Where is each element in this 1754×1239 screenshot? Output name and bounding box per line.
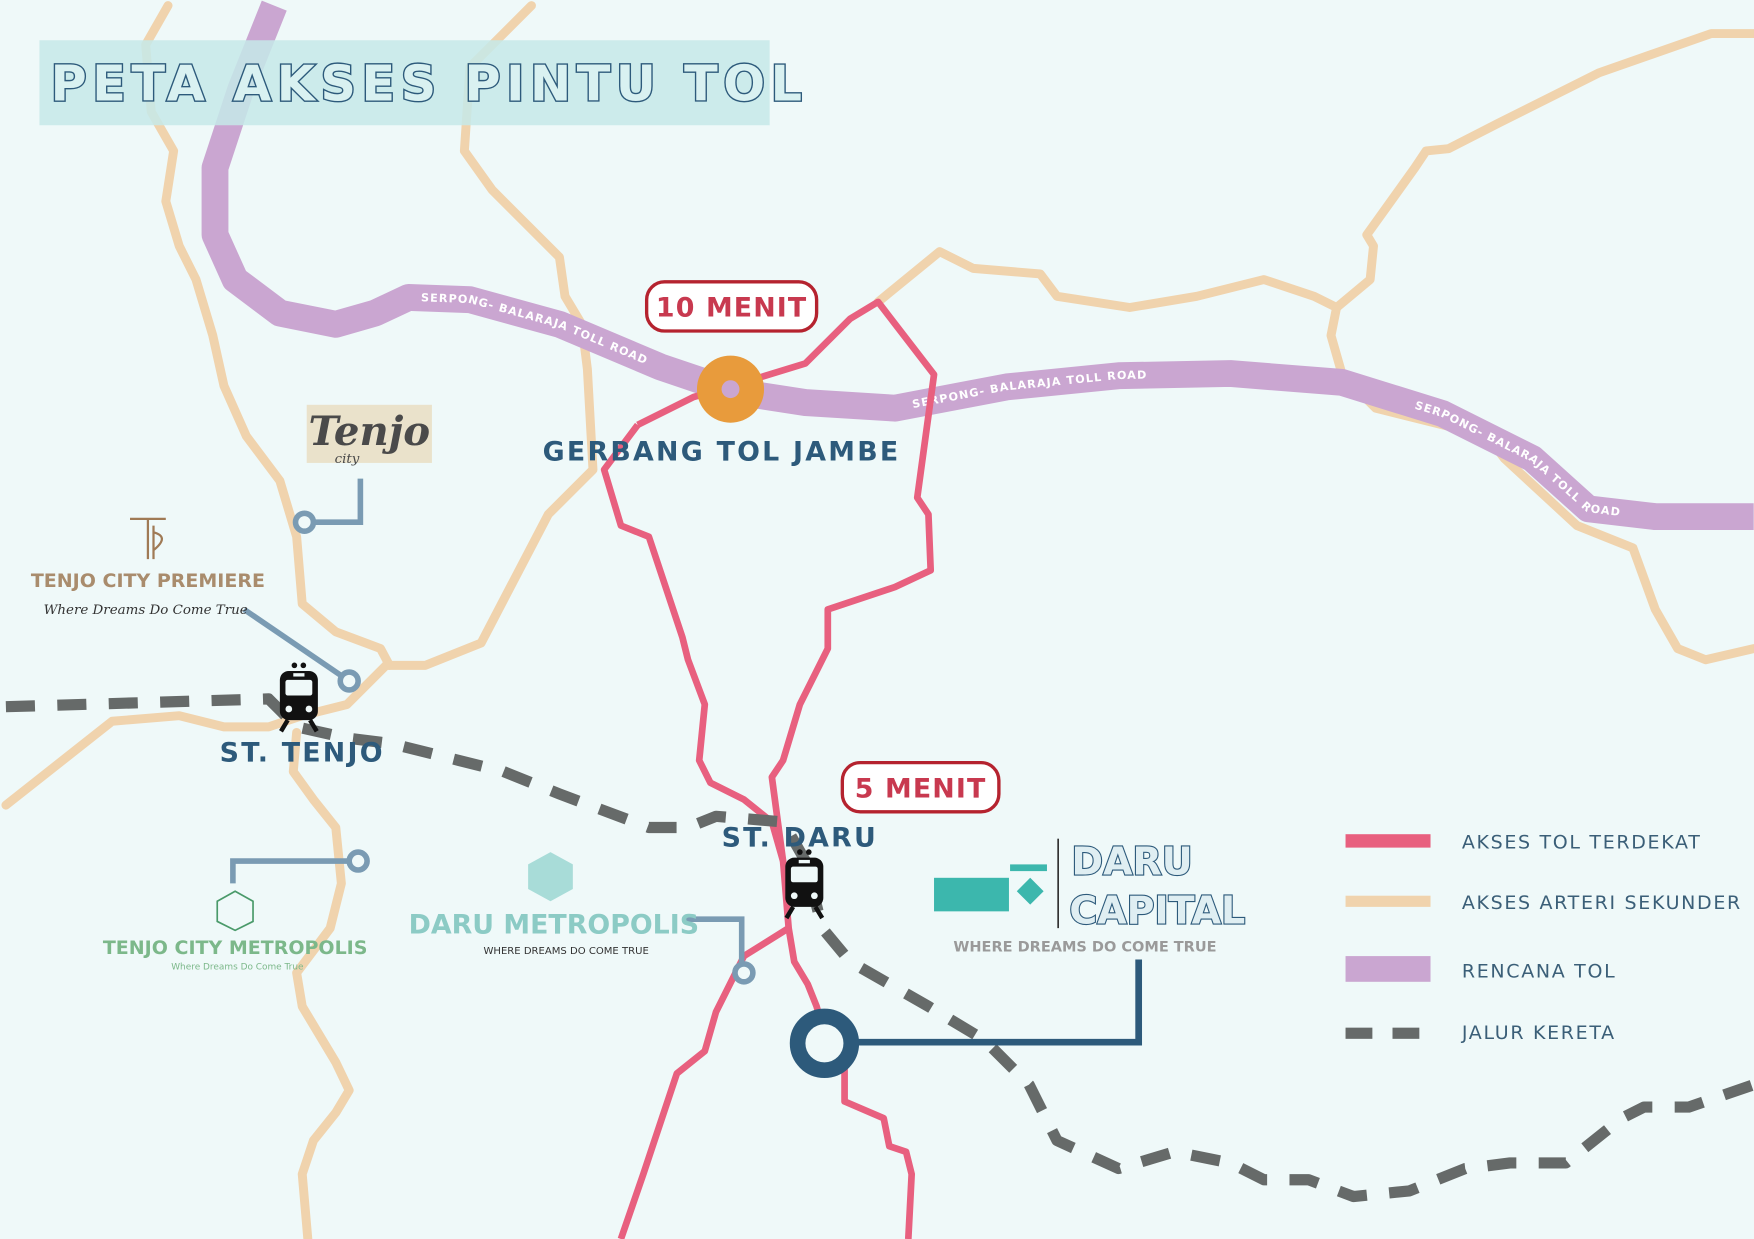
travel-time-badge xyxy=(840,760,1001,814)
logo-text: TENJO CITY METROPOLIS xyxy=(103,937,368,959)
legend-label: JALUR KERETA xyxy=(1461,1022,1616,1044)
logo-tenjo-city: Tenjo city xyxy=(306,404,432,467)
legend-swatch xyxy=(1345,895,1431,907)
railway-line xyxy=(5,693,1754,1203)
connector-daru-metropolis xyxy=(685,916,745,969)
logo-tagline: WHERE DREAMS DO COME TRUE xyxy=(483,946,648,957)
connector-tenjo-city-metropolis xyxy=(230,858,359,884)
hexagon-icon xyxy=(528,852,573,902)
station-tenjo: ST. TENJO xyxy=(220,662,385,769)
building-icon xyxy=(934,877,1009,912)
logo-tagline: Where Dreams Do Come True xyxy=(171,963,304,973)
logo-text: TENJO CITY PREMIERE xyxy=(31,570,265,592)
logo-tenjo-city-metropolis: TENJO CITY METROPOLIS Where Dreams Do Co… xyxy=(103,890,368,973)
logo-text: DARU xyxy=(1072,839,1193,883)
planned-toll-road xyxy=(201,0,1754,531)
connector-tenjo-city-premiere xyxy=(242,607,351,684)
daru-capital-pin xyxy=(789,1008,860,1078)
legend-label: AKSES ARTERI SEKUNDER xyxy=(1462,892,1742,914)
title-banner: PETA AKSES PINTU TOL xyxy=(39,40,808,126)
train-icon xyxy=(279,662,319,733)
logo-text: DARU METROPOLIS xyxy=(409,910,699,941)
legend-item-railway: JALUR KERETA xyxy=(1345,1022,1616,1044)
toll-access-road xyxy=(636,298,938,862)
tp-monogram-icon xyxy=(130,517,166,560)
toll-gate-jambe: GERBANG TOL JAMBE 10 MENIT xyxy=(543,280,901,468)
map-title: PETA AKSES PINTU TOL xyxy=(51,55,808,113)
arterial-road xyxy=(1,1,598,810)
station-daru: ST. DARU 5 MENIT xyxy=(722,760,1001,920)
development-connectors xyxy=(230,478,1143,1078)
travel-time-5: 5 MENIT xyxy=(855,773,987,804)
toll-gate-label: GERBANG TOL JAMBE xyxy=(543,437,901,468)
legend-swatch xyxy=(1345,834,1431,848)
location-pin xyxy=(732,961,756,985)
legend-label: RENCANA TOL xyxy=(1462,960,1617,982)
logo-text: Tenjo xyxy=(309,408,431,455)
legend-swatch xyxy=(1345,956,1431,982)
location-pin xyxy=(292,510,317,534)
logo-tagline: WHERE DREAMS DO COME TRUE xyxy=(953,940,1216,956)
polyhedron-icon xyxy=(216,890,254,932)
logo-daru-metropolis: DARU METROPOLIS WHERE DREAMS DO COME TRU… xyxy=(409,852,699,957)
train-icon xyxy=(784,849,825,920)
station-label: ST. DARU xyxy=(722,823,878,854)
legend-item-toll-access: AKSES TOL TERDEKAT xyxy=(1345,832,1702,854)
arterial-road xyxy=(141,1,394,670)
logo-daru-capital: DARU CAPITAL WHERE DREAMS DO COME TRUE xyxy=(934,838,1246,956)
legend-swatch xyxy=(1345,1027,1373,1039)
connector-daru-capital xyxy=(850,959,1143,1046)
legend-item-planned-toll: RENCANA TOL xyxy=(1345,956,1617,982)
map-legend: AKSES TOL TERDEKAT AKSES ARTERI SEKUNDER… xyxy=(1345,832,1742,1044)
location-pin xyxy=(346,849,370,873)
legend-label: AKSES TOL TERDEKAT xyxy=(1462,832,1702,854)
title-band xyxy=(39,40,770,126)
legend-item-arterial: AKSES ARTERI SEKUNDER xyxy=(1345,892,1742,914)
arterial-road xyxy=(288,727,354,1239)
logo-subtext: city xyxy=(335,452,360,467)
station-label: ST. TENJO xyxy=(220,738,385,769)
connector-tenjo-city xyxy=(304,478,364,526)
logo-text: CAPITAL xyxy=(1069,889,1245,933)
logo-tagline: Where Dreams Do Come True xyxy=(44,603,248,618)
location-pin xyxy=(337,669,361,693)
toll-gate-center xyxy=(721,380,740,399)
logo-tenjo-city-premiere: TENJO CITY PREMIERE Where Dreams Do Come… xyxy=(31,517,265,618)
travel-time-badge xyxy=(644,280,819,333)
arterial-road xyxy=(873,29,1754,312)
travel-time-10: 10 MENIT xyxy=(656,292,807,323)
